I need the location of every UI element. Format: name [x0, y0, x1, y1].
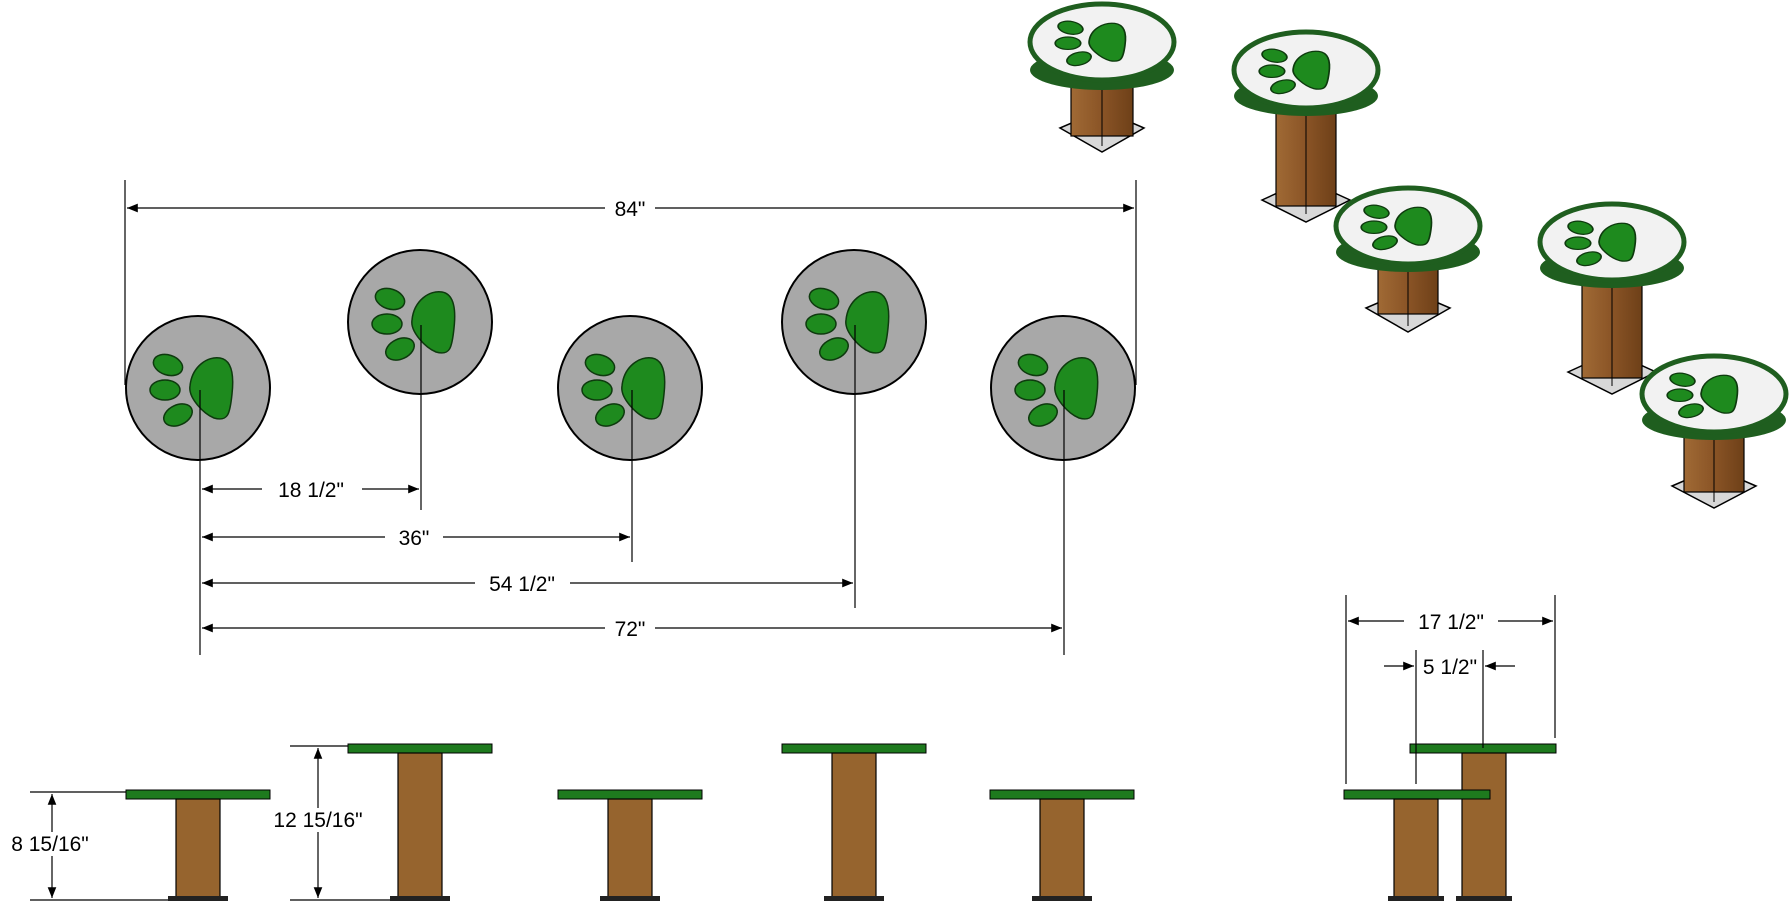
stool-top-2	[347, 249, 493, 395]
stool-top-4	[781, 249, 927, 395]
dim-spacing-1: 18 1/2"	[278, 479, 344, 502]
side-stool-2	[347, 743, 493, 901]
dim-tall-height: 12 15/16"	[273, 809, 362, 832]
end-view: 17 1/2" 5 1/2"	[1343, 595, 1557, 901]
side-stool-1	[125, 789, 271, 901]
isometric-view	[1027, 1, 1789, 509]
iso-stool-c	[1333, 185, 1483, 333]
iso-stool-b	[1231, 29, 1381, 223]
iso-stool-e	[1639, 353, 1789, 509]
stool-top-5	[990, 315, 1136, 461]
side-stool-4	[781, 743, 927, 901]
side-view: 8 15/16" 12 15/16"	[2, 743, 1135, 901]
iso-stool-a	[1027, 1, 1177, 153]
stool-top-3	[557, 315, 703, 461]
dim-overall-depth: 17 1/2"	[1418, 611, 1484, 634]
dim-spacing-3: 54 1/2"	[489, 573, 555, 596]
top-view: 84" 18 1/2" 36" 54 1/2" 72"	[124, 180, 1137, 655]
side-stool-5	[989, 789, 1135, 901]
side-stool-3	[557, 789, 703, 901]
stool-top-1	[125, 315, 271, 461]
iso-stool-d	[1537, 201, 1687, 395]
dim-offset: 5 1/2"	[1423, 656, 1477, 679]
dim-overall-width: 84"	[615, 198, 646, 221]
dim-spacing-4: 72"	[615, 618, 646, 641]
dim-short-height: 8 15/16"	[11, 833, 89, 856]
dim-spacing-2: 36"	[399, 527, 430, 550]
